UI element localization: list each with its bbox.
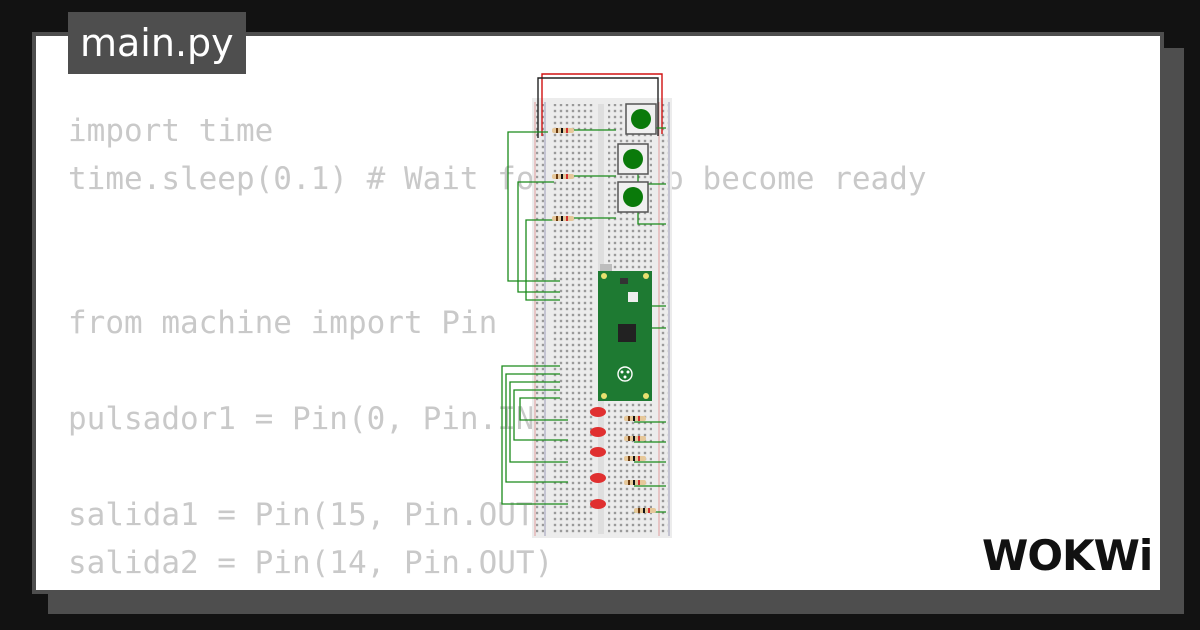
code-line: salida1 = Pin(15, Pin.OUT) bbox=[68, 497, 554, 533]
led-resistors bbox=[624, 416, 656, 513]
code-line: pulsador1 = Pin(0, Pin.IN) bbox=[68, 401, 554, 437]
code-line: salida2 = Pin(14, Pin.OUT) bbox=[68, 545, 554, 581]
wokwi-logo-text: WOKWi bbox=[982, 531, 1152, 580]
push-button-2 bbox=[617, 143, 649, 175]
circuit-diagram bbox=[501, 73, 672, 538]
led-row bbox=[590, 407, 606, 509]
power-wire bbox=[541, 73, 663, 136]
code-line: import time bbox=[68, 113, 274, 149]
file-tab[interactable]: main.py bbox=[68, 12, 246, 74]
code-line: from machine import Pin bbox=[68, 305, 498, 341]
button-resistors bbox=[552, 128, 574, 221]
push-button-3 bbox=[617, 181, 649, 213]
wokwi-logo: WOKWi bbox=[982, 531, 1153, 580]
pico-board bbox=[598, 264, 652, 401]
push-button-1 bbox=[625, 103, 657, 135]
ground-wire bbox=[537, 77, 659, 138]
